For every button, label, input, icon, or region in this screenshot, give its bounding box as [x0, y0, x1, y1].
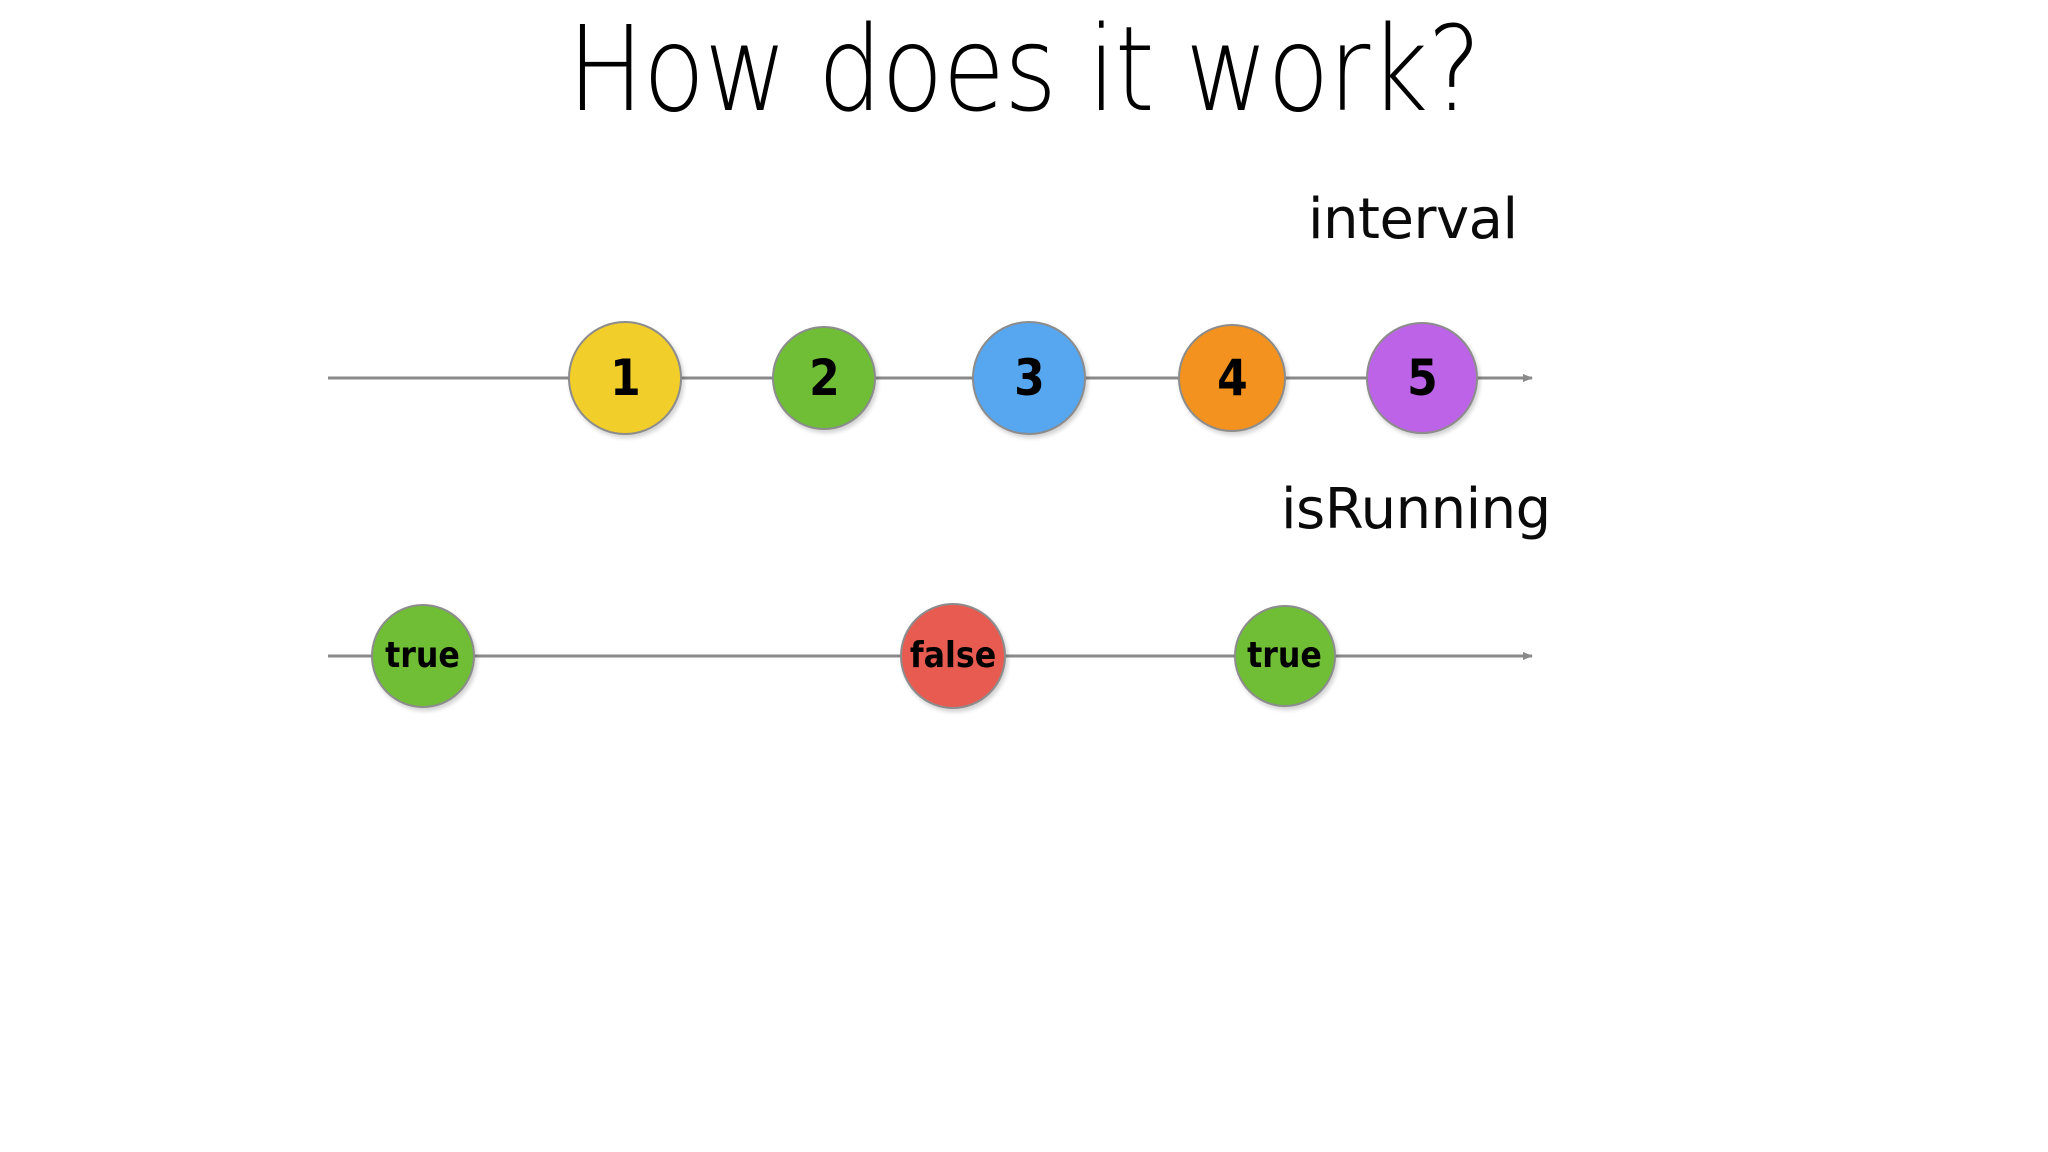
timeline-axis-interval: [328, 374, 1533, 382]
timeline-node-label: false: [909, 635, 997, 676]
timeline-node-label: 5: [1406, 349, 1438, 407]
timeline-node-label: 2: [808, 349, 840, 407]
timeline-node-isRunning-2[interactable]: true: [1234, 605, 1336, 707]
timeline-node-label: 3: [1013, 349, 1045, 407]
timeline-isrunning: true false true: [0, 566, 2048, 746]
series-label-interval: interval: [1308, 187, 1518, 252]
timeline-node-interval-4[interactable]: 5: [1366, 322, 1478, 434]
timeline-axis-isrunning: [328, 652, 1533, 660]
timeline-interval: 1 2 3 4 5: [0, 288, 2048, 468]
timeline-node-label: 1: [609, 349, 641, 407]
series-label-isrunning: isRunning: [1281, 477, 1551, 542]
timeline-node-isRunning-0[interactable]: true: [371, 604, 475, 708]
page-title: How does it work?: [567, 0, 1482, 138]
timeline-node-interval-1[interactable]: 2: [772, 326, 876, 430]
timeline-node-interval-0[interactable]: 1: [568, 321, 682, 435]
timeline-node-label: 4: [1216, 349, 1248, 407]
timeline-node-label: true: [1247, 635, 1323, 676]
timeline-node-interval-3[interactable]: 4: [1178, 324, 1286, 432]
timeline-node-interval-2[interactable]: 3: [972, 321, 1086, 435]
timeline-node-isRunning-1[interactable]: false: [900, 603, 1006, 709]
timeline-node-label: true: [385, 635, 461, 676]
